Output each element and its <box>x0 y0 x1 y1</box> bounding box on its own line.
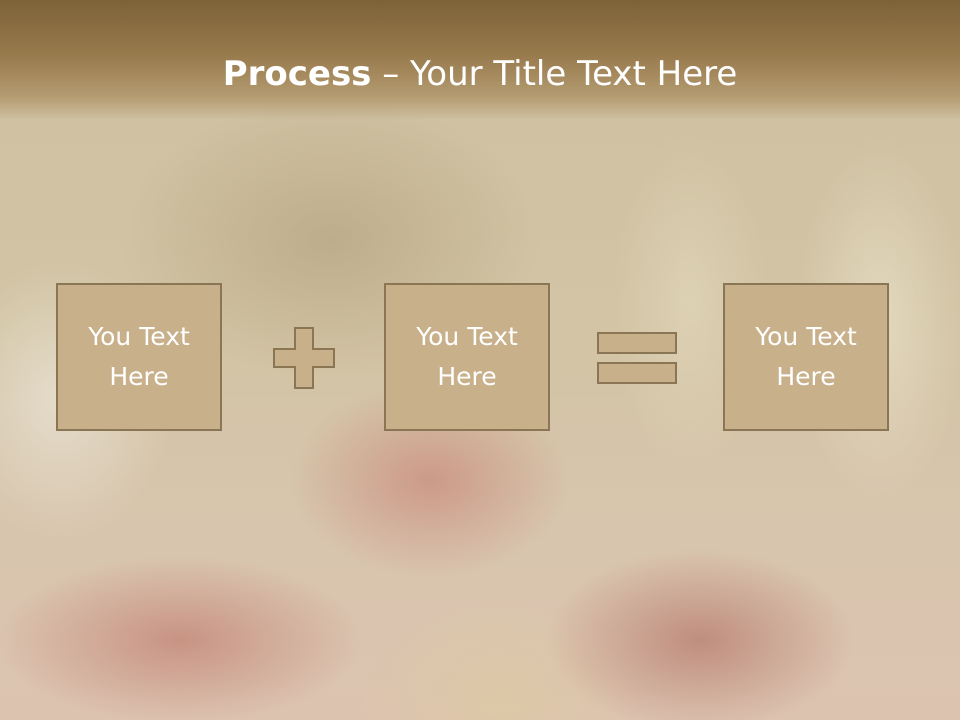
slide-title: Process – Your Title Text Here <box>0 52 960 96</box>
process-box-1-text: You Text Here <box>88 322 190 391</box>
title-bold: Process <box>222 54 372 94</box>
title-rest: – Your Title Text Here <box>371 54 738 94</box>
process-box-3-text: You Text Here <box>755 322 857 391</box>
plus-icon <box>272 326 336 390</box>
process-box-1: You Text Here <box>56 283 222 431</box>
process-box-3: You Text Here <box>723 283 889 431</box>
title-band <box>0 0 960 120</box>
equals-icon <box>596 331 678 385</box>
process-box-2: You Text Here <box>384 283 550 431</box>
process-box-2-text: You Text Here <box>416 322 518 391</box>
